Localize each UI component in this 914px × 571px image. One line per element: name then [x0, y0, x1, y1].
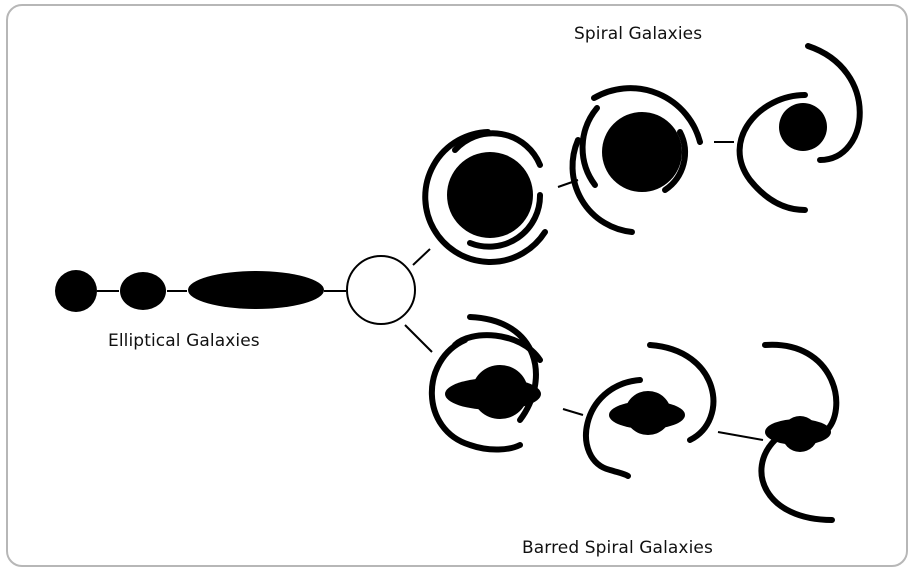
elliptical-galaxies-label: Elliptical Galaxies — [108, 331, 260, 351]
spiral-sb-bulge — [602, 112, 682, 192]
spiral-sa-bulge — [447, 152, 533, 238]
barred-sbb-bulge — [625, 391, 671, 435]
barred-sbc-bulge — [782, 416, 818, 452]
spiral-sa-arm-top — [452, 130, 543, 168]
spiral-sc-bulge — [779, 103, 827, 151]
barred-sba-arm-left — [428, 337, 523, 453]
connector-s0-spiral-sa — [412, 248, 431, 266]
elliptical-galaxy-e3 — [120, 272, 166, 310]
spiral-sc-arm-right — [805, 43, 863, 163]
spiral-sb-arm-left — [579, 105, 600, 188]
spiral-galaxy-sa — [422, 129, 548, 265]
barred-spiral-galaxy-sba — [428, 314, 543, 453]
elliptical-galaxy-e0 — [55, 270, 97, 312]
lenticular-galaxy-s0 — [346, 255, 416, 325]
spiral-sb-arm-top — [591, 85, 703, 145]
barred-sba-arm-top — [452, 332, 543, 363]
barred-sbb-arm-right — [647, 342, 717, 443]
spiral-sa-arm-outer — [422, 129, 548, 265]
elliptical-galaxy-e7 — [188, 271, 324, 309]
spiral-sb-arm-outer — [569, 137, 635, 235]
connector-sba-sbb — [562, 408, 584, 416]
spiral-galaxy-sc — [736, 43, 863, 213]
spiral-sc-arm-left — [736, 92, 808, 213]
elliptical-galaxies-group — [55, 270, 324, 312]
barred-sbc-arm-top — [762, 341, 840, 435]
barred-spiral-galaxy-sbb — [583, 342, 717, 479]
spiral-galaxy-sb — [569, 85, 703, 235]
connector-s0-barred-sba — [404, 324, 433, 353]
barred-sbc-arm-bottom — [758, 437, 835, 523]
connector-sbb-sbc — [717, 431, 764, 441]
barred-sba-bulge — [472, 365, 528, 419]
spiral-galaxies-label: Spiral Galaxies — [574, 24, 703, 44]
spiral-sa-arm-inner — [467, 192, 544, 250]
barred-spiral-galaxy-sbc — [758, 341, 840, 523]
barred-sbb-arm-left — [583, 377, 643, 479]
barred-spiral-galaxies-label: Barred Spiral Galaxies — [522, 538, 713, 558]
spiral-sb-arm-inner — [662, 129, 688, 193]
